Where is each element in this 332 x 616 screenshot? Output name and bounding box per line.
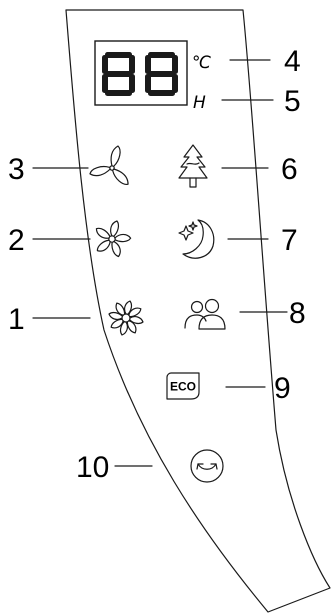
digit-segment-c bbox=[172, 74, 178, 93]
callout-number-7: 7 bbox=[281, 224, 298, 257]
humidity-indicator: H bbox=[193, 93, 206, 113]
panel-outline bbox=[65, 9, 331, 613]
digit-display-value: 88 bbox=[140, 79, 142, 81]
callout-number-9: 9 bbox=[274, 372, 291, 405]
digit-readout bbox=[102, 52, 178, 96]
eco-button[interactable]: ECO bbox=[166, 372, 200, 400]
digit-segment-d bbox=[105, 90, 132, 96]
callout-number-4: 4 bbox=[284, 45, 301, 78]
digit-segment-f bbox=[145, 55, 151, 74]
celsius-indicator: ℃ bbox=[192, 53, 211, 73]
child-lock-icon[interactable] bbox=[184, 298, 226, 330]
digit-segment-b bbox=[129, 55, 135, 74]
digit-segment-g bbox=[105, 71, 132, 77]
digit-segment-f bbox=[102, 55, 108, 74]
natural-wind-icon[interactable] bbox=[178, 144, 208, 188]
swing-button[interactable] bbox=[190, 449, 224, 483]
callout-number-1: 1 bbox=[8, 303, 25, 336]
digit-segment-g bbox=[148, 71, 175, 77]
seven-segment-digit bbox=[145, 52, 178, 96]
digit-segment-a bbox=[148, 52, 175, 58]
callout-number-2: 2 bbox=[8, 224, 25, 257]
swing-circle-icon bbox=[190, 449, 224, 483]
digit-display-frame bbox=[94, 40, 188, 106]
callout-number-10: 10 bbox=[76, 451, 109, 484]
callout-number-6: 6 bbox=[281, 153, 298, 186]
swing-arrow-icon bbox=[196, 463, 218, 470]
digit-segment-a bbox=[105, 52, 132, 58]
digit-segment-c bbox=[129, 74, 135, 93]
digit-segment-b bbox=[172, 55, 178, 74]
eco-label: ECO bbox=[170, 380, 196, 394]
seven-segment-digit bbox=[102, 52, 135, 96]
callout-number-5: 5 bbox=[284, 85, 301, 118]
digit-segment-e bbox=[145, 74, 151, 93]
digit-display: 88 bbox=[94, 40, 188, 106]
fan-speed-low-icon[interactable] bbox=[89, 145, 132, 186]
fan-speed-medium-icon[interactable] bbox=[94, 220, 132, 258]
digit-segment-d bbox=[148, 90, 175, 96]
fan-speed-high-icon[interactable] bbox=[108, 300, 144, 336]
eco-icon bbox=[166, 372, 200, 400]
digit-segment-e bbox=[102, 74, 108, 93]
callout-number-8: 8 bbox=[289, 297, 306, 330]
callout-number-3: 3 bbox=[8, 153, 25, 186]
sleep-mode-icon[interactable] bbox=[178, 219, 215, 259]
